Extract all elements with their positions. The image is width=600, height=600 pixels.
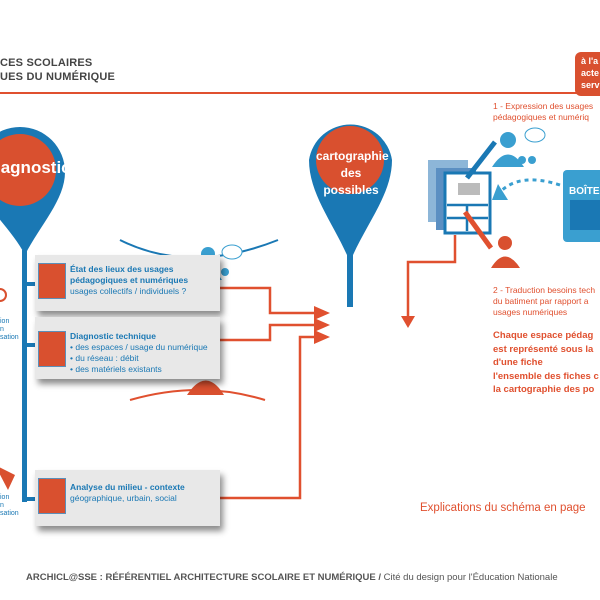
explanation-link[interactable]: Explications du schéma en page xyxy=(420,502,586,514)
card-diagnostic-technique: Diagnostic technique • des espaces / usa… xyxy=(35,317,220,379)
audience-badge: à l'a acte serv xyxy=(575,52,600,96)
card-title: État des lieux des usages xyxy=(70,264,174,274)
cartographie-pin xyxy=(309,124,392,307)
toolbox-label: BOÎTE xyxy=(569,186,600,197)
card-analyse-milieu: Analyse du milieu - contexte géographiqu… xyxy=(35,470,220,526)
step-line: 2 - Traduction besoins tech xyxy=(493,285,596,295)
bold-line: l'ensemble des fiches c xyxy=(493,370,599,382)
fragment-line: ion xyxy=(0,494,10,501)
cartographie-label-line: cartographie xyxy=(316,149,389,163)
connector-lines xyxy=(220,235,457,500)
bold-line: est représenté sous la xyxy=(493,343,594,355)
card-line: • des matériels existants xyxy=(70,364,162,374)
card-title: Diagnostic technique xyxy=(70,331,156,341)
cartographie-label-line: des possibles xyxy=(323,166,379,197)
badge-line: serv xyxy=(581,80,600,90)
activity-at-icon xyxy=(38,331,66,367)
fragment-line: ion xyxy=(0,318,10,325)
card-title: Analyse du milieu - contexte xyxy=(70,482,185,492)
fragment-line: n xyxy=(0,326,4,333)
document-icon xyxy=(428,140,497,250)
step-line: 1 - Expression des usages xyxy=(493,101,594,111)
step-line: du batiment par rapport a xyxy=(493,296,589,306)
card-etat-des-lieux: État des lieux des usages pédagogiques e… xyxy=(35,255,220,311)
step-line: pédagogiques et numériq xyxy=(493,112,589,122)
badge-line: acte xyxy=(581,68,600,78)
card-line: usages collectifs / individuels ? xyxy=(70,286,187,296)
activity-at-icon xyxy=(38,263,66,299)
cartographie-label: cartographie des possibles xyxy=(316,148,389,199)
left-fragment-a: ion n sation xyxy=(0,318,19,342)
bold-line: d'une fiche xyxy=(493,357,543,368)
activity-at-icon xyxy=(38,478,66,514)
diagnostics-label: iagnostics xyxy=(0,158,81,177)
card-title: pédagogiques et numériques xyxy=(70,275,189,285)
fiche-explanation: Chaque espace pédag est représenté sous … xyxy=(493,329,599,397)
footer-title: ARCHICL@SSE : RÉFÉRENTIEL ARCHITECTURE S… xyxy=(26,572,381,583)
header-divider xyxy=(0,92,578,94)
toolbox-icon xyxy=(563,170,600,242)
bold-line: la cartographie des po xyxy=(493,384,595,395)
header-line-1: CES SCOLAIRES xyxy=(0,57,93,69)
footer-subtitle: Cité du design pour l'Éducation National… xyxy=(380,572,558,583)
fragment-line: sation xyxy=(0,510,19,517)
card-line: géographique, urbain, social xyxy=(70,493,177,503)
badge-line: à l'a xyxy=(581,56,599,66)
card-line: • du réseau : débit xyxy=(70,353,139,363)
step-2-text: 2 - Traduction besoins tech du batiment … xyxy=(493,285,595,318)
dashed-link xyxy=(498,178,561,194)
card-line: • des espaces / usage du numérique xyxy=(70,342,208,352)
header-title: CES SCOLAIRES UES DU NUMÉRIQUE xyxy=(0,56,115,84)
step-1-text: 1 - Expression des usages pédagogiques e… xyxy=(493,101,593,123)
arrowheads xyxy=(314,306,415,344)
bold-line: Chaque espace pédag xyxy=(493,330,594,341)
fragment-line: sation xyxy=(0,334,19,341)
fragment-line: n xyxy=(0,502,4,509)
header-line-2: UES DU NUMÉRIQUE xyxy=(0,71,116,83)
left-fragment-b: ion n sation xyxy=(0,494,19,518)
step-line: usages numériques xyxy=(493,307,568,317)
diagnostics-pin xyxy=(0,127,65,502)
footer: ARCHICL@SSE : RÉFÉRENTIEL ARCHITECTURE S… xyxy=(26,572,558,583)
